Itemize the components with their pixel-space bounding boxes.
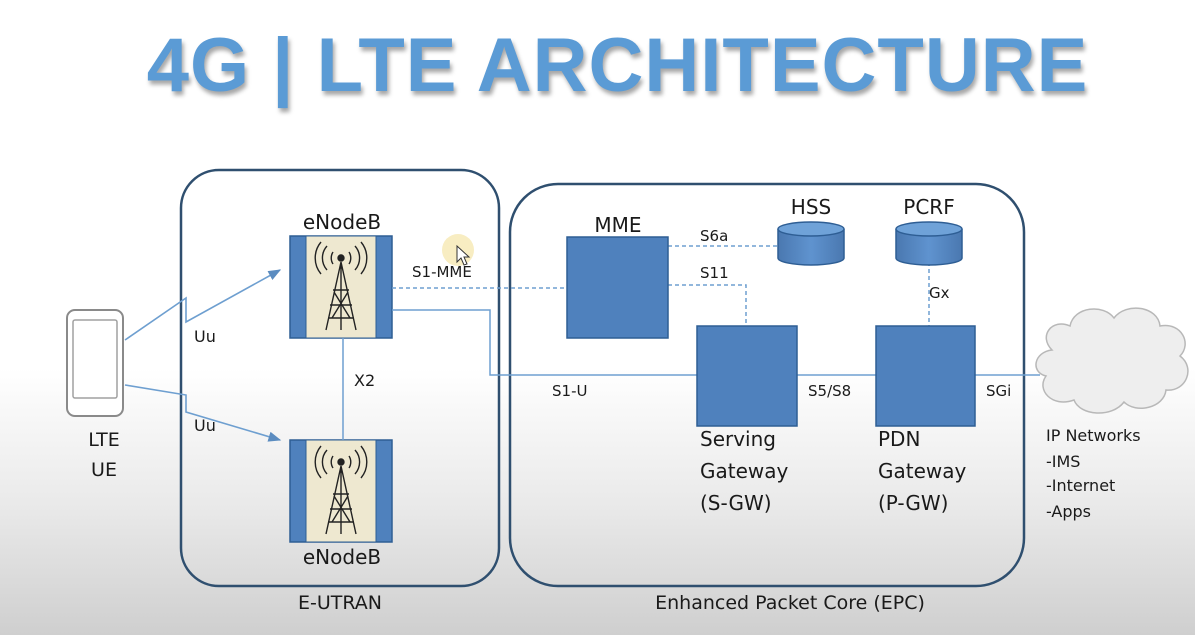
epc-region [508,182,1026,588]
uu-label-bottom: Uu [194,416,216,435]
uu-label-top: Uu [194,327,216,346]
sgi-label: SGi [986,382,1011,400]
ue-label-line2: UE [91,459,117,481]
sgw-label-line2: Gateway [700,459,789,483]
mouse-pointer-icon [456,244,471,266]
s1-u-link [392,309,697,376]
pgw-label-line3: (P-GW) [878,491,948,515]
ue-label-line1: LTE [88,429,120,451]
ip-networks-item-apps: -Apps [1046,502,1091,521]
s11-label: S11 [700,264,729,282]
s6a-label: S6a [700,227,728,245]
hss-database-icon [777,221,845,266]
ue-phone-icon [66,309,124,417]
hss-label: HSS [791,195,831,219]
pcrf-database-icon [895,221,963,266]
mme-label: MME [594,213,641,237]
pgw-label-line2: Gateway [878,459,967,483]
sgw-label-line3: (S-GW) [700,491,772,515]
sgw-label-line1: Serving [700,427,776,451]
enodeb-bottom-label: eNodeB [303,545,381,569]
s1-u-label: S1-U [552,382,587,400]
page-title: 4G | LTE ARCHITECTURE [146,23,1089,108]
ip-networks-item-internet: -Internet [1046,476,1115,495]
enodeb-top-icon [289,235,393,339]
s5-s8-label: S5/S8 [808,382,851,400]
uu-link-bottom [124,384,282,442]
epc-label: Enhanced Packet Core (EPC) [655,592,925,614]
eutran-region [179,168,501,588]
mme-node [566,236,669,339]
gx-label: Gx [929,284,950,302]
cloud-icon [1035,307,1189,414]
eutran-label: E-UTRAN [298,592,382,614]
s1-mme-label: S1-MME [412,263,472,281]
x2-label: X2 [354,371,375,390]
ip-networks-item-ims: -IMS [1046,452,1080,471]
uu-link-top [124,269,282,341]
pgw-node [875,325,976,427]
s11-link [668,284,747,326]
enodeb-top-label: eNodeB [303,210,381,234]
ip-networks-heading: IP Networks [1046,426,1141,445]
enodeb-bottom-icon [289,439,393,543]
sgw-node [696,325,798,427]
pcrf-label: PCRF [903,195,954,219]
pgw-label-line1: PDN [878,427,920,451]
